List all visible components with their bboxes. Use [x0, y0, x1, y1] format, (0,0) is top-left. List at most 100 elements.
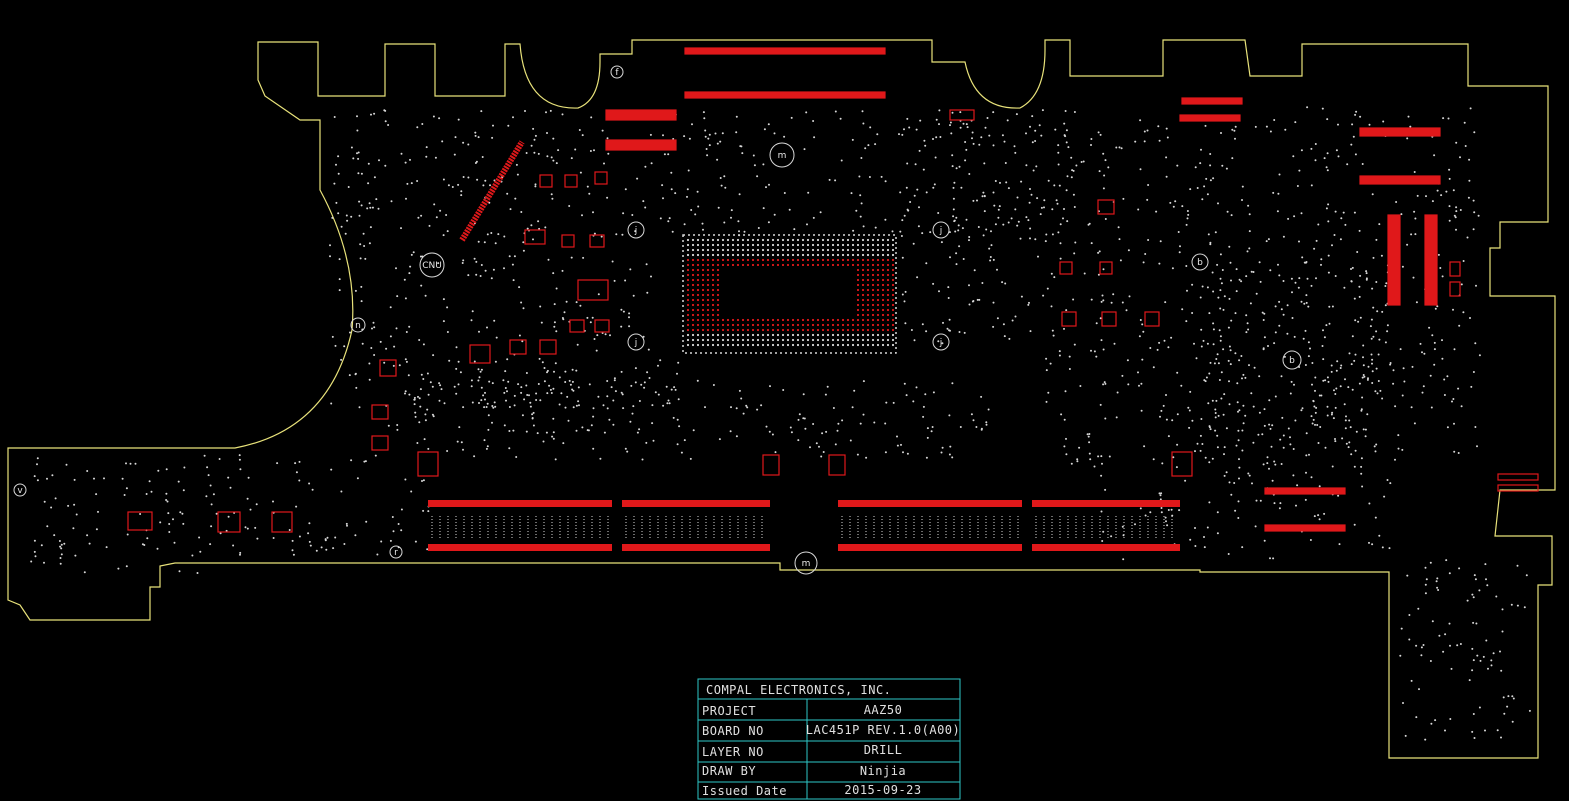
drill-hit: [443, 402, 446, 405]
drill-hit: [350, 146, 353, 149]
drill-hit: [1116, 391, 1119, 394]
drill-hit: [997, 208, 1000, 211]
drill-hit: [1252, 405, 1255, 408]
drill-hit: [1250, 392, 1253, 395]
drill-hit: [925, 191, 928, 194]
drill-hit: [1220, 282, 1223, 285]
drill-hit: [1443, 378, 1446, 381]
mounting-hole-label: j: [634, 226, 638, 236]
bga-ball: [886, 268, 890, 272]
bga-ball: [856, 273, 860, 277]
drill-hit: [1231, 128, 1234, 131]
drill-hit: [1311, 383, 1313, 386]
drill-hit: [582, 256, 585, 259]
drill-hit: [765, 186, 767, 189]
drill-hit: [1160, 507, 1163, 509]
bga-ball: [801, 263, 805, 267]
drill-hit: [1034, 238, 1037, 241]
drill-hit: [480, 110, 483, 113]
mounting-hole-label: r: [394, 548, 398, 558]
drill-hit: [1137, 208, 1140, 211]
drill-hit: [1293, 335, 1296, 338]
drill-hit: [773, 213, 776, 216]
drill-hit: [1230, 279, 1232, 282]
drill-hit: [575, 404, 578, 407]
drill-hit: [1209, 153, 1212, 155]
drill-hit: [547, 258, 550, 261]
drill-hit: [859, 194, 862, 197]
bga-ball: [791, 258, 795, 262]
drill-hit: [1441, 275, 1444, 278]
drill-hit: [646, 291, 649, 294]
drill-hit: [1237, 517, 1240, 519]
bga-ball: [861, 263, 865, 267]
drill-hit: [1268, 423, 1271, 426]
drill-hit: [210, 525, 213, 528]
drill-hit: [1335, 149, 1338, 152]
drill-hit: [1371, 382, 1374, 384]
drill-hit: [481, 156, 484, 158]
bga-ball: [831, 328, 835, 332]
drill-hit: [1043, 206, 1045, 209]
bga-ball: [746, 243, 750, 247]
drill-hit: [1221, 164, 1224, 167]
drill-hit: [856, 453, 859, 456]
drill-hit: [903, 382, 906, 385]
drill-hit: [1223, 393, 1226, 396]
drill-hit: [1040, 134, 1043, 137]
drill-hit: [596, 334, 599, 337]
bga-ball: [741, 258, 745, 262]
bga-ball: [816, 333, 820, 337]
bga-ball: [861, 343, 865, 347]
drill-hit: [797, 439, 800, 442]
bga-ball: [731, 253, 735, 257]
drill-hit: [1401, 265, 1404, 268]
drill-hit: [65, 463, 68, 466]
drill-hit: [1358, 382, 1361, 385]
bga-ball: [846, 238, 850, 242]
drill-hit: [1284, 128, 1287, 131]
drill-hit: [1507, 695, 1510, 698]
bga-ball: [786, 238, 790, 242]
drill-hit: [1248, 364, 1250, 367]
drill-hit: [1174, 200, 1177, 203]
drill-hit: [43, 561, 45, 564]
drill-hit: [588, 383, 591, 386]
drill-hit: [377, 207, 380, 210]
bga-ball: [716, 263, 720, 267]
drill-hit: [1176, 443, 1179, 446]
drill-hit: [1448, 177, 1451, 180]
drill-hit: [985, 423, 988, 426]
drill-hit: [1083, 272, 1086, 275]
drill-hit: [646, 371, 649, 374]
drill-hit: [416, 180, 419, 182]
drill-hit: [1300, 212, 1303, 215]
bga-ball: [711, 298, 715, 302]
drill-hit: [73, 503, 76, 506]
drill-hit: [477, 379, 480, 382]
drill-hit: [1476, 654, 1479, 657]
drill-hit: [546, 155, 549, 158]
drill-hit: [405, 197, 407, 200]
drill-hit: [483, 406, 486, 409]
drill-hit: [1376, 310, 1379, 313]
mounting-hole-label: v: [17, 486, 23, 496]
drill-hit: [1380, 254, 1383, 257]
drill-hit: [256, 537, 259, 540]
drill-hit: [1242, 422, 1245, 425]
drill-hit: [1234, 352, 1237, 355]
bga-ball: [871, 273, 875, 277]
drill-hit: [1158, 341, 1161, 344]
drill-hit: [910, 329, 913, 331]
drill-hit: [554, 362, 557, 365]
drill-hit: [1076, 458, 1079, 461]
bga-ball: [856, 333, 860, 337]
drill-hit: [490, 232, 493, 234]
drill-hit: [874, 226, 877, 229]
drill-hit: [611, 260, 614, 263]
drill-hit: [803, 417, 806, 420]
drill-hit: [575, 301, 578, 304]
drill-hit: [903, 128, 905, 131]
bga-ball: [711, 338, 715, 342]
